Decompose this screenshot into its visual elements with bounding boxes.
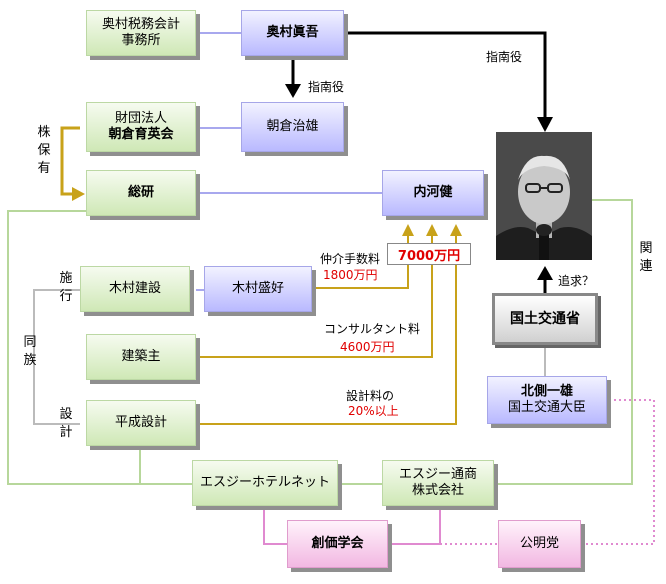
label-kanren: 関連 xyxy=(639,241,653,274)
label-chukai: 仲介手数料 xyxy=(320,252,381,266)
node-kenchikunushi: 建築主 xyxy=(86,334,196,380)
node-okumura-office-line2: 事務所 xyxy=(121,33,161,48)
node-uchikawa-label: 内河健 xyxy=(413,185,453,200)
node-asakura-label: 朝倉治雄 xyxy=(266,119,319,134)
line-komeito-kitagawa xyxy=(581,399,655,545)
node-okumura: 奥村眞吾 xyxy=(241,10,344,56)
node-kimura-moriyoshi-label: 木村盛好 xyxy=(231,281,284,296)
node-soka: 創価学会 xyxy=(287,520,388,568)
amount-total: 7000万円 xyxy=(387,243,471,265)
node-foundation-line2: 朝倉育英会 xyxy=(108,127,174,142)
node-kimura-kensetsu: 木村建設 xyxy=(80,266,190,312)
label-dozoku: 同族 xyxy=(23,335,37,368)
label-kabuhoyu: 株保有 xyxy=(37,125,51,176)
flow-consult-head xyxy=(426,224,438,236)
arrow-okumura-photo-head xyxy=(537,117,553,132)
flow-sekkei-head xyxy=(450,224,462,236)
node-sj-hotelnet: エスジーホテルネット xyxy=(192,460,338,506)
node-kitagawa: 北側一雄 国土交通大臣 xyxy=(487,376,607,424)
label-shinanyaku-2: 指南役 xyxy=(486,50,523,64)
bracket-dozoku xyxy=(33,289,80,425)
node-soken: 総研 xyxy=(86,170,196,216)
label-consult-amount: 4600万円 xyxy=(340,340,395,354)
node-sj-tsusho-line2: 株式会社 xyxy=(411,483,464,498)
label-seko: 施行 xyxy=(59,271,73,304)
portrait-photo xyxy=(496,132,592,260)
line-soka-tsusho xyxy=(388,506,441,545)
label-sekkei: 設計料の xyxy=(346,389,395,403)
label-shinanyaku-1: 指南役 xyxy=(308,80,345,94)
flow-chukai-head xyxy=(402,224,414,236)
node-sj-tsusho: エスジー通商 株式会社 xyxy=(382,460,494,506)
node-foundation: 財団法人 朝倉育英会 xyxy=(86,102,196,152)
node-heisei-sekkei-label: 平成設計 xyxy=(114,415,167,430)
label-chukai-amount: 1800万円 xyxy=(323,268,378,282)
node-sj-hotelnet-label: エスジーホテルネット xyxy=(199,475,330,490)
node-okumura-office-line1: 奥村税務会計 xyxy=(101,17,180,32)
flow-sekkei xyxy=(196,234,457,425)
node-uchikawa: 内河健 xyxy=(382,170,484,216)
arrow-mlit-photo-head xyxy=(537,266,553,280)
node-okumura-label: 奥村眞吾 xyxy=(266,25,319,40)
node-soka-label: 創価学会 xyxy=(311,536,364,551)
label-consult: コンサルタント料 xyxy=(324,322,421,336)
node-soken-label: 総研 xyxy=(127,185,154,200)
node-komeito-label: 公明党 xyxy=(519,536,559,551)
node-mlit: 国土交通省 xyxy=(492,293,598,345)
node-sj-tsusho-line1: エスジー通商 xyxy=(398,467,477,482)
arrow-okumura-asakura-head xyxy=(285,84,301,98)
node-kenchikunushi-label: 建築主 xyxy=(121,349,161,364)
label-tsuikyu: 追求？ xyxy=(558,274,595,288)
arrow-kabuhoyu-head xyxy=(72,187,85,201)
node-komeito: 公明党 xyxy=(498,520,581,568)
line-hotelnet-soka xyxy=(263,506,287,545)
node-okumura-office: 奥村税務会計 事務所 xyxy=(86,10,196,56)
node-kitagawa-line1: 北側一雄 xyxy=(520,384,573,399)
node-kimura-moriyoshi: 木村盛好 xyxy=(204,266,312,312)
portrait-figure xyxy=(496,132,592,260)
node-foundation-line1: 財団法人 xyxy=(114,111,167,126)
node-heisei-sekkei: 平成設計 xyxy=(86,400,196,446)
node-kitagawa-line2: 国土交通大臣 xyxy=(507,400,586,415)
arrow-kabuhoyu-shaft xyxy=(60,126,80,196)
flow-consult xyxy=(196,234,433,358)
line-kanren xyxy=(494,199,633,485)
node-kimura-kensetsu-label: 木村建設 xyxy=(108,281,161,296)
label-sekkei-amount: 20%以上 xyxy=(348,404,399,418)
label-sekkei-side: 設計 xyxy=(59,407,73,440)
node-mlit-label: 国土交通省 xyxy=(510,311,580,327)
line-soken-hotelnet xyxy=(7,210,192,485)
node-asakura: 朝倉治雄 xyxy=(241,102,344,152)
arrow-okumura-photo-shaft xyxy=(344,31,547,118)
